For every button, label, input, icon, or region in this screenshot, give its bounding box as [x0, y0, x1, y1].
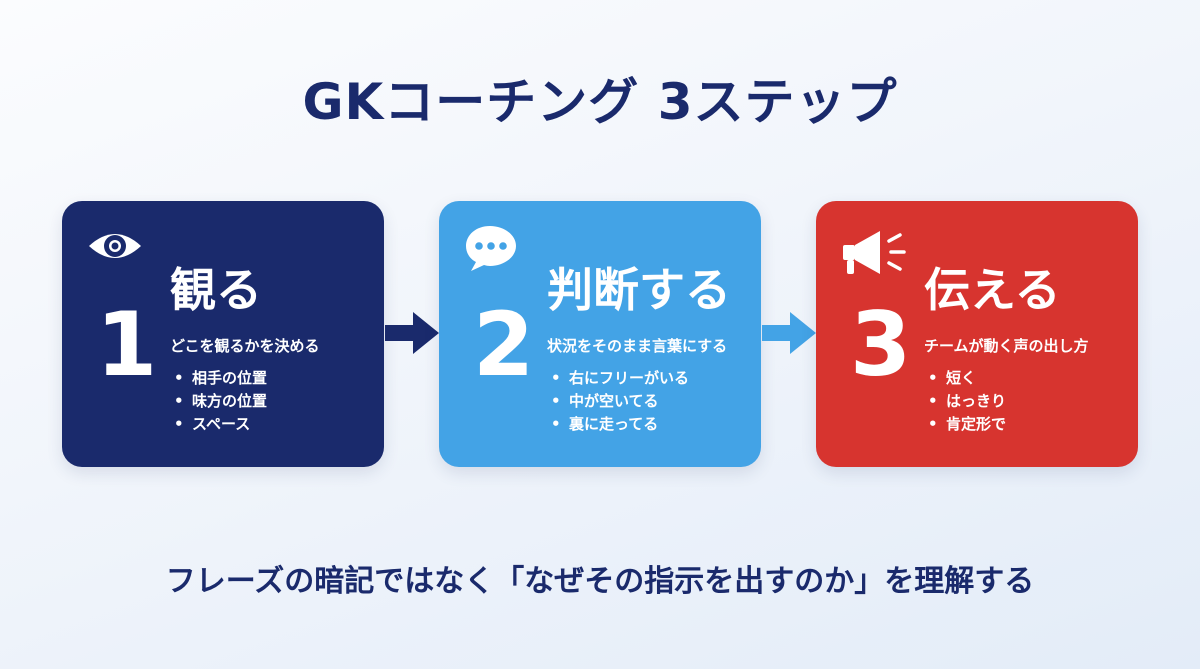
speech-bubble-icon [463, 223, 521, 273]
page-title: GKコーチング 3ステップ [302, 73, 898, 131]
list-item: •肯定形で [928, 415, 1007, 433]
list-item-text: スペース [192, 415, 251, 433]
step-heading: 伝える [924, 263, 1061, 317]
step-card-3: 3 伝える チームが動く声の出し方 •短く •はっきり •肯定形で [816, 201, 1138, 467]
list-item-text: 短く [946, 369, 977, 387]
step-subtitle: チームが動く声の出し方 [924, 337, 1089, 355]
step-subtitle: どこを観るかを決める [170, 337, 320, 355]
step-number: 2 [473, 293, 535, 396]
megaphone-icon [840, 223, 920, 281]
step-heading: 観る [170, 263, 262, 317]
list-item: •スペース [174, 415, 251, 433]
list-item-text: 中が空いてる [569, 392, 659, 410]
list-item-text: 味方の位置 [192, 392, 268, 410]
list-item-text: 相手の位置 [192, 369, 268, 387]
list-item: •裏に走ってる [551, 415, 659, 433]
list-item: •中が空いてる [551, 392, 659, 410]
list-item: •短く [928, 369, 977, 387]
list-item: •相手の位置 [174, 369, 268, 387]
step-number: 1 [96, 293, 158, 396]
arrow-right-icon [385, 312, 439, 354]
footer-message: フレーズの暗記ではなく「なぜその指示を出すのか」を理解する [165, 564, 1035, 599]
list-item: •味方の位置 [174, 392, 268, 410]
step-list: •右にフリーがいる •中が空いてる •裏に走ってる [551, 367, 689, 436]
list-item-text: 右にフリーがいる [569, 369, 690, 387]
arrow-right-icon [762, 312, 816, 354]
list-item: •右にフリーがいる [551, 369, 690, 387]
step-heading: 判断する [547, 263, 731, 317]
eye-icon [86, 223, 144, 269]
step-subtitle: 状況をそのまま言葉にする [547, 337, 728, 355]
list-item-text: 肯定形で [946, 415, 1007, 433]
list-item: •はっきり [928, 392, 1007, 410]
list-item-text: 裏に走ってる [569, 415, 659, 433]
step-card-2: 2 判断する 状況をそのまま言葉にする •右にフリーがいる •中が空いてる •裏… [439, 201, 761, 467]
step-list: •短く •はっきり •肯定形で [928, 367, 1006, 436]
step-card-1: 1 観る どこを観るかを決める •相手の位置 •味方の位置 •スペース [62, 201, 384, 467]
step-number: 3 [850, 293, 912, 396]
step-list: •相手の位置 •味方の位置 •スペース [174, 367, 267, 436]
list-item-text: はっきり [946, 392, 1007, 410]
